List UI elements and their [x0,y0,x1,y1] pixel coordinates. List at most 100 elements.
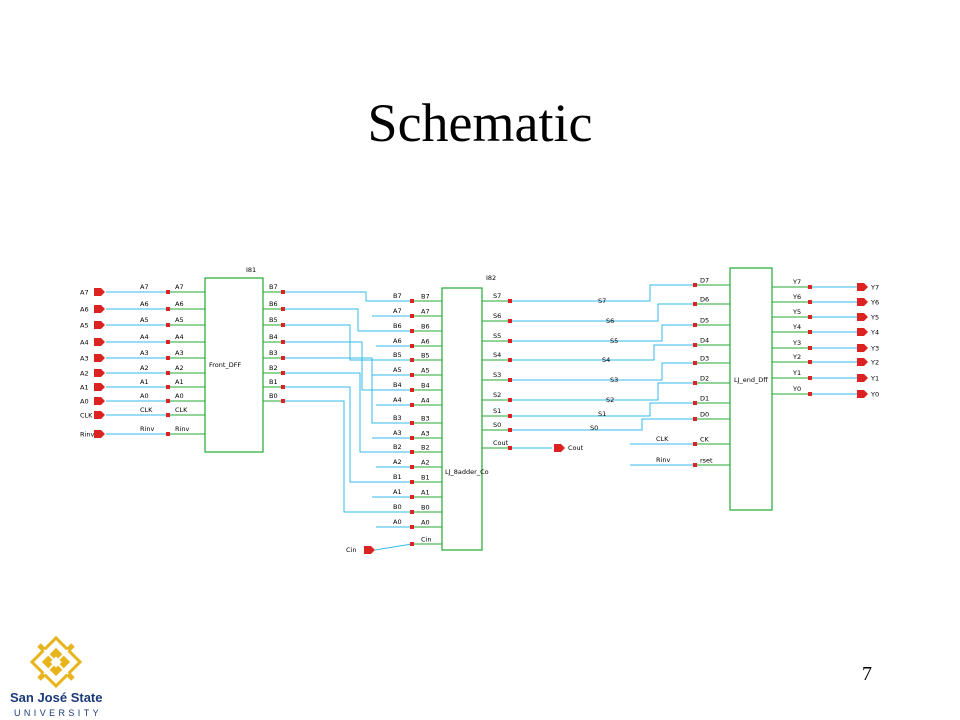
adder-wire-label-6: B4 [393,381,402,389]
adder-wire-label-8: B3 [393,414,402,422]
page-number: 7 [862,663,872,685]
output-port-Y4 [857,328,868,336]
output-port-Y2 [857,358,868,366]
sum-wire-label-4: S3 [610,376,618,384]
output-label-Y1: Y1 [870,375,879,383]
end-pin-label-D1: D1 [700,395,709,403]
front-wire-label-A0: A0 [140,392,149,400]
pin-front-out-B1 [281,385,285,389]
end-pin-label-D7: D7 [700,277,709,285]
front-pin-label-A0: A0 [175,392,184,400]
pin-front-out-B0 [281,399,285,403]
adder-out-label-S4: S4 [493,351,501,359]
adder-wire-label-9: A3 [393,429,402,437]
pin-end-out-Y0 [808,392,812,396]
output-label-Y5: Y5 [870,314,879,322]
input-port-A1 [94,383,105,391]
wire-s-5 [510,382,695,401]
front-wire-label-CLK: CLK [140,406,153,414]
wire-s-3 [510,344,695,361]
front-instance-label: I81 [246,266,256,274]
cout-label: Cout [568,444,584,452]
input-port-A7 [94,288,105,296]
front-pin-label-A5: A5 [175,316,184,324]
end-pin-label-D5: D5 [700,317,709,325]
cin-port [364,546,375,554]
wire-s-4 [510,362,695,381]
wire-b-3 [283,341,412,391]
pin-adder-in-B0 [410,510,414,514]
front-wire-label-A5: A5 [140,316,149,324]
adder-pin-label-B3: B3 [421,415,430,423]
adder-pin-label-A5: A5 [421,367,430,375]
adder-out-label-S5: S5 [493,332,501,340]
output-label-Y6: Y6 [870,299,879,307]
input-label-Rinv: Rinv [80,431,94,439]
adder-instance-label: I82 [486,274,496,282]
pin-front-in-A0 [166,399,170,403]
adder-pin-label-B4: B4 [421,382,430,390]
input-label-A0: A0 [80,398,89,406]
adder-wire-label-7: A4 [393,396,402,404]
pin-adder-in-B7 [410,299,414,303]
sum-wire-label-0: S7 [598,297,606,305]
pin-adder-in-A7 [410,314,414,318]
adder-pin-label-B2: B2 [421,444,430,452]
end-out-label-Y4: Y4 [792,323,801,331]
adder-wire-label-3: A6 [393,337,402,345]
front-pin-label-A3: A3 [175,349,184,357]
end-pin-label-D4: D4 [700,337,709,345]
pin-adder-in-A2 [410,465,414,469]
input-label-A1: A1 [80,384,89,392]
adder-pin-label-B7: B7 [421,293,430,301]
pin-front-in-A5 [166,323,170,327]
input-port-A2 [94,369,105,377]
adder-out-label-S6: S6 [493,312,501,320]
pin-front-out-B4 [281,340,285,344]
pin-front-in-Rinv [166,432,170,436]
pins [94,283,868,554]
input-label-A3: A3 [80,355,89,363]
pin-adder-in-B5 [410,358,414,362]
adder-wire-label-2: B6 [393,322,402,330]
adder-out-label-S1: S1 [493,407,501,415]
output-port-Y7 [857,283,868,291]
pin-end-out-Y2 [808,360,812,364]
adder-wire-label-10: B2 [393,443,402,451]
input-label-A2: A2 [80,370,89,378]
pin-adder-in-B6 [410,329,414,333]
pin-front-out-B7 [281,290,285,294]
front-pin-label-A7: A7 [175,283,184,291]
adder-pin-label-A1: A1 [421,489,430,497]
wire-b-1 [283,308,412,332]
output-port-Y5 [857,313,868,321]
adder-out-label-S0: S0 [493,421,501,429]
sum-wire-label-3: S4 [602,356,610,364]
pin-adder-out-Cout [508,446,512,450]
pin-front-out-B2 [281,371,285,375]
input-port-A0 [94,397,105,405]
wire-s-1 [510,303,695,322]
logo-line1: San José State [10,690,103,705]
adder-pin-label-A0: A0 [421,519,430,527]
input-label-A5: A5 [80,322,89,330]
front-out-label-B7: B7 [269,283,278,291]
input-port-A3 [94,354,105,362]
sjsu-logo: San José State UNIVERSITY [10,636,103,718]
end-out-label-Y6: Y6 [792,293,801,301]
pin-adder-in-A5 [410,373,414,377]
front-out-label-B4: B4 [269,333,278,341]
pin-end-in-D6 [693,302,697,306]
input-port-A6 [94,305,105,313]
adder-block-name: LJ_8adder_Co [445,468,489,476]
wire-b-7 [283,400,412,513]
pin-front-out-B3 [281,356,285,360]
pin-end-out-Y3 [808,346,812,350]
pin-adder-out-S7 [508,299,512,303]
wire-cin [374,543,413,551]
wire-b-5 [283,372,412,453]
pin-end-in-D4 [693,343,697,347]
wire-b-4 [283,357,412,424]
input-label-CLK: CLK [80,412,93,420]
end-pin-label-D3: D3 [700,355,709,363]
